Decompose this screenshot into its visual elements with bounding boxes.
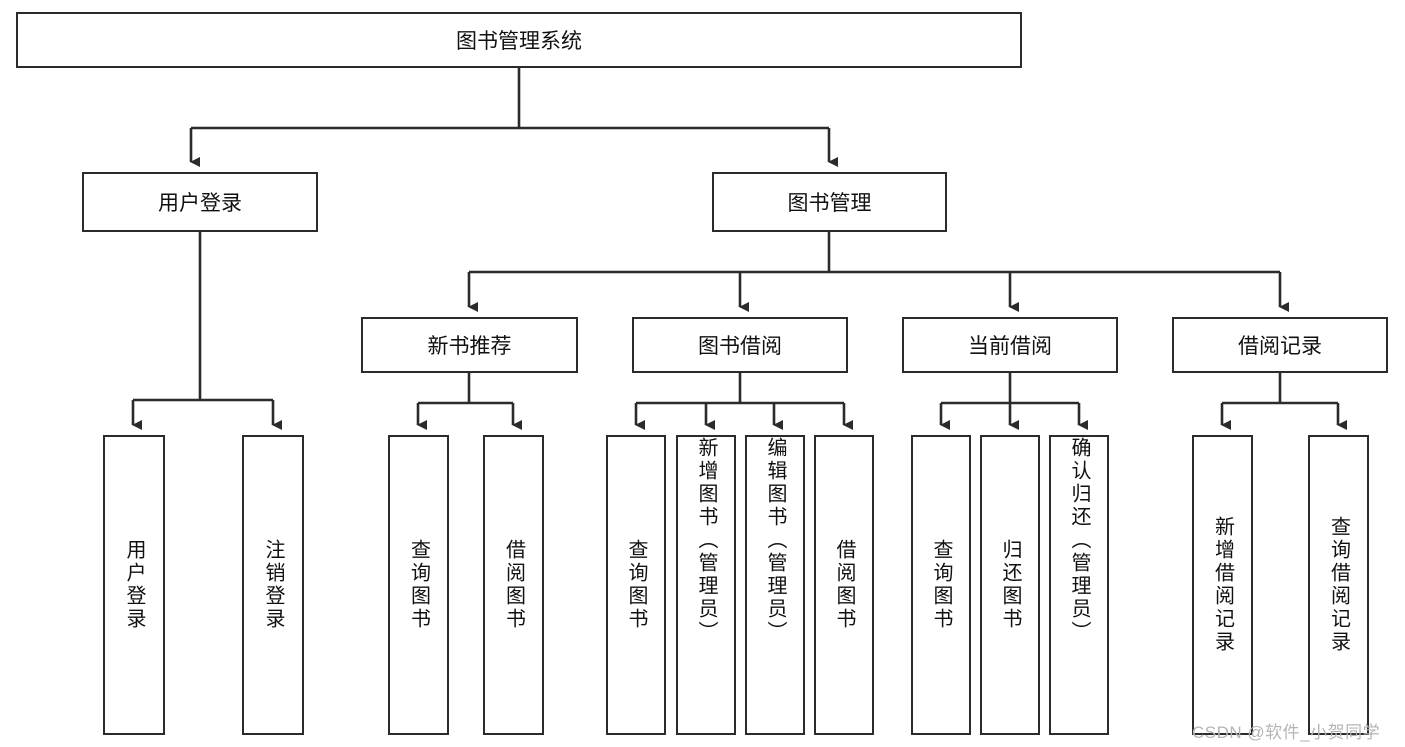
node-label: 图书管理 [787, 192, 872, 215]
node-label: 借阅记录 [1238, 335, 1322, 358]
node-label: 当前借阅 [968, 335, 1052, 358]
leaf-borrow-book[interactable]: 借阅图书 [814, 435, 874, 735]
node-book-borrow[interactable]: 图书借阅 [632, 317, 848, 373]
leaf-borrow-book-recommend[interactable]: 借阅图书 [483, 435, 544, 735]
leaf-edit-book-admin[interactable]: 编辑图书（管理员） [745, 435, 805, 735]
leaf-confirm-return-admin[interactable]: 确认归还（管理员） [1049, 435, 1109, 735]
leaf-label: 新增图书（管理员） [695, 437, 717, 644]
node-label: 新书推荐 [427, 335, 512, 358]
node-book-management[interactable]: 图书管理 [712, 172, 947, 232]
node-new-book-recommend[interactable]: 新书推荐 [361, 317, 578, 373]
csdn-watermark: CSDN @软件_小贺同学 [1192, 723, 1381, 742]
leaf-query-book-recommend[interactable]: 查询图书 [388, 435, 449, 735]
leaf-user-login[interactable]: 用户登录 [103, 435, 165, 735]
leaf-label: 查询借阅记录 [1327, 516, 1350, 654]
node-borrow-record[interactable]: 借阅记录 [1172, 317, 1388, 373]
leaf-label: 确认归还（管理员） [1068, 437, 1090, 644]
leaf-label: 归还图书 [999, 539, 1021, 631]
leaf-label: 查询图书 [407, 539, 430, 631]
leaf-query-book-borrow[interactable]: 查询图书 [606, 435, 666, 735]
leaf-query-borrow-record[interactable]: 查询借阅记录 [1308, 435, 1369, 735]
node-current-borrow[interactable]: 当前借阅 [902, 317, 1118, 373]
node-label: 图书借阅 [698, 335, 782, 358]
leaf-return-book[interactable]: 归还图书 [980, 435, 1040, 735]
leaf-label: 用户登录 [123, 539, 145, 631]
leaf-label: 查询图书 [625, 539, 647, 631]
leaf-label: 注销登录 [262, 539, 284, 631]
node-label: 用户登录 [158, 192, 242, 215]
leaf-label: 借阅图书 [502, 539, 525, 631]
leaf-label: 编辑图书（管理员） [764, 437, 786, 644]
leaf-add-book-admin[interactable]: 新增图书（管理员） [676, 435, 736, 735]
leaf-label: 查询图书 [930, 539, 952, 631]
node-label: 图书管理系统 [456, 30, 582, 53]
node-root-library-management-system[interactable]: 图书管理系统 [16, 12, 1022, 68]
leaf-user-logout[interactable]: 注销登录 [242, 435, 304, 735]
leaf-label: 借阅图书 [833, 539, 855, 631]
leaf-label: 新增借阅记录 [1211, 516, 1234, 654]
node-user-login[interactable]: 用户登录 [82, 172, 318, 232]
leaf-query-book-current[interactable]: 查询图书 [911, 435, 971, 735]
leaf-add-borrow-record[interactable]: 新增借阅记录 [1192, 435, 1253, 735]
